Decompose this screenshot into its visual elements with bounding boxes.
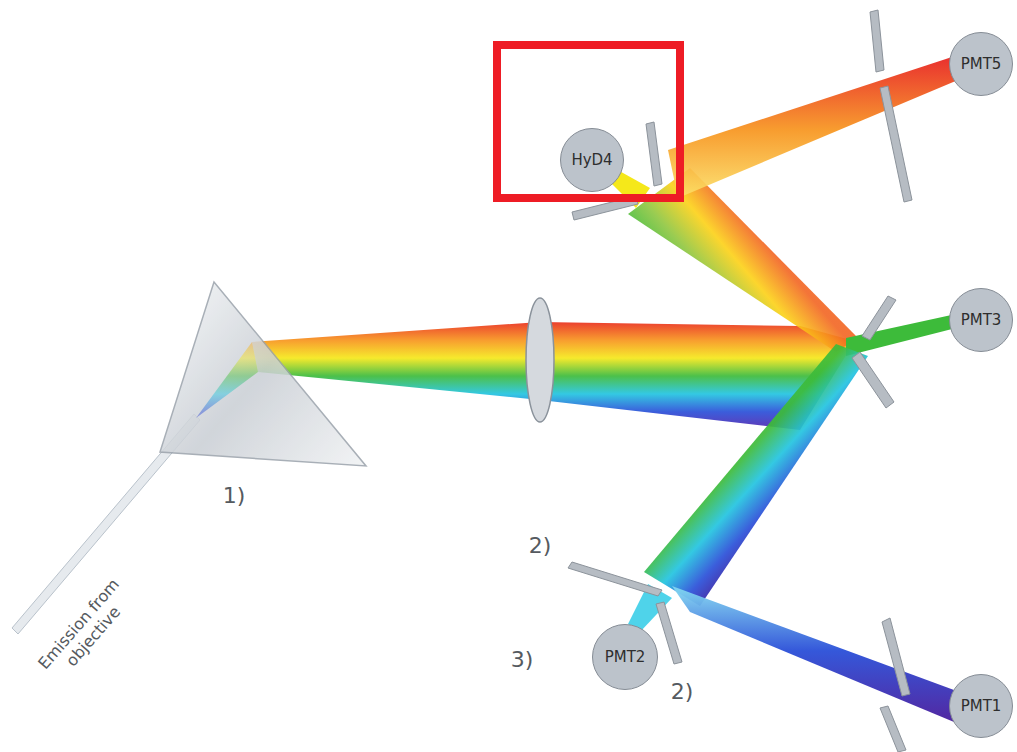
detector-circle: PMT5 <box>949 32 1013 96</box>
spectrum-beam <box>252 322 858 430</box>
lens <box>526 298 554 422</box>
detector-name: PMT2 <box>605 648 646 666</box>
callout-number: 2) <box>529 533 552 559</box>
detector-name: PMT1 <box>961 697 1002 715</box>
detector-name: PMT3 <box>961 311 1002 329</box>
detector-circle: PMT1 <box>949 674 1013 738</box>
detector-circle: PMT2 <box>592 624 658 690</box>
mirror-blades <box>568 10 912 752</box>
detector-name: HyD4 <box>571 151 612 169</box>
reflected-beam-lower <box>644 344 868 606</box>
beam-pmt5 <box>668 56 958 198</box>
callout-number: 2) <box>671 679 694 705</box>
detector-name: PMT5 <box>961 55 1002 73</box>
callout-number: 3) <box>511 647 534 673</box>
detector-circle: PMT3 <box>949 288 1013 352</box>
prism <box>160 282 366 466</box>
beam-pmt1 <box>672 586 954 722</box>
detector-circle: HyD4 <box>560 128 624 192</box>
highlight-box <box>497 45 680 198</box>
prism-dispersion <box>196 342 258 418</box>
callout-number: 1) <box>223 483 246 509</box>
